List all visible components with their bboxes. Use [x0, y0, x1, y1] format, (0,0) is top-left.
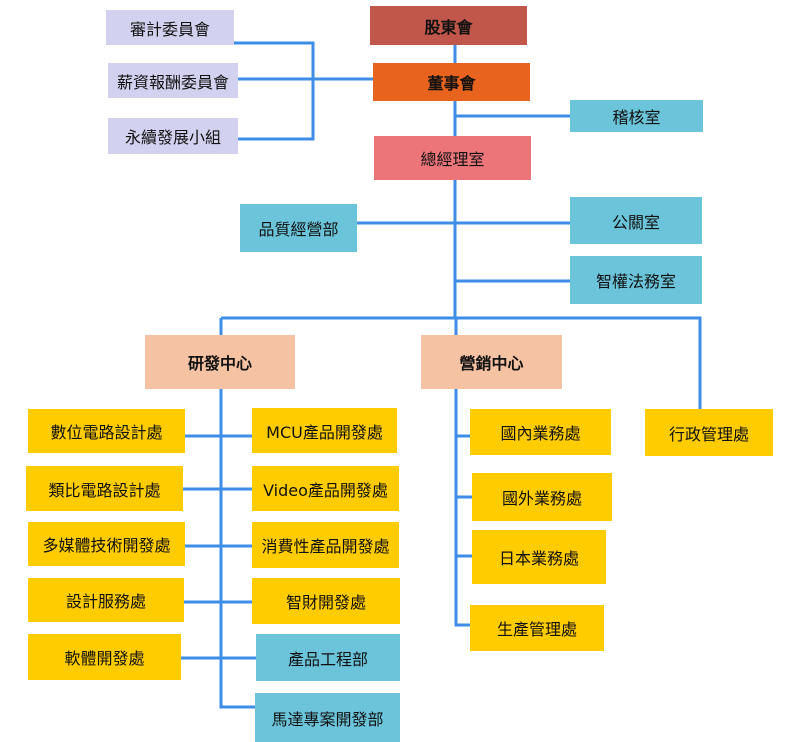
- connector-line: [234, 41, 315, 141]
- pr-office-box: 公關室: [570, 197, 702, 244]
- rd-unit-ip-dev: 智財開發處: [252, 578, 400, 624]
- rd-unit-mcu: MCU產品開發處: [252, 408, 397, 453]
- connector-line: [221, 316, 702, 409]
- mkt-unit-japan: 日本業務處: [472, 530, 606, 584]
- rd-unit-software: 軟體開發處: [28, 634, 181, 680]
- committee-audit: 審計委員會: [106, 10, 234, 45]
- rd-unit-consumer: 消費性產品開發處: [252, 522, 399, 568]
- marketing-center-box: 營銷中心: [421, 335, 562, 389]
- quality-dept-box: 品質經營部: [240, 204, 357, 252]
- connector-line: [454, 318, 470, 627]
- admin-dept-box: 行政管理處: [645, 409, 773, 456]
- ip-legal-office-box: 智權法務室: [570, 256, 702, 304]
- connector-line: [219, 318, 255, 709]
- rd-unit-digital: 數位電路設計處: [28, 409, 185, 453]
- rd-unit-design-service: 設計服務處: [28, 578, 184, 622]
- rd-unit-motor: 馬達專案開發部: [255, 693, 400, 742]
- rd-unit-analog: 類比電路設計處: [26, 466, 183, 511]
- rd-center-box: 研發中心: [145, 335, 295, 389]
- rd-unit-product-eng: 產品工程部: [256, 634, 400, 681]
- mkt-unit-production: 生產管理處: [470, 605, 604, 651]
- rd-unit-video: Video產品開發處: [252, 466, 399, 511]
- mkt-unit-domestic: 國內業務處: [470, 409, 611, 455]
- committee-compensation: 薪資報酬委員會: [108, 63, 238, 98]
- committee-sustainability: 永續發展小組: [108, 118, 238, 154]
- audit-office-box: 稽核室: [570, 100, 703, 132]
- shareholders-box: 股東會: [370, 6, 527, 45]
- gm-office-box: 總經理室: [374, 136, 531, 180]
- rd-unit-multimedia: 多媒體技術開發處: [28, 522, 185, 566]
- board-box: 董事會: [373, 63, 530, 101]
- mkt-unit-overseas: 國外業務處: [472, 473, 612, 521]
